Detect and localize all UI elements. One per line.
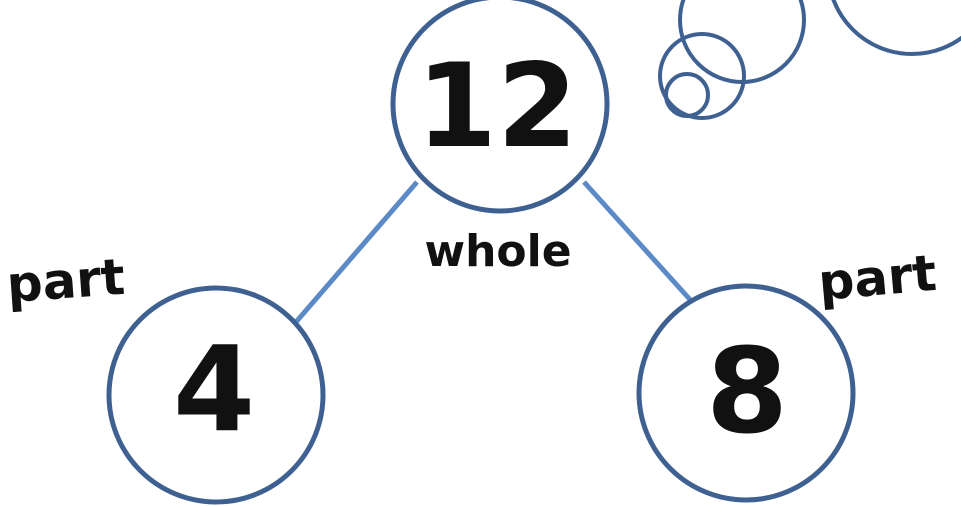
- left-part-value: 4: [173, 320, 255, 458]
- whole-node: 12: [390, 0, 610, 214]
- connector-left: [294, 180, 419, 324]
- connector-right: [582, 180, 696, 306]
- left-part-label: part: [5, 248, 127, 314]
- whole-label: whole: [424, 226, 571, 277]
- decorative-bubbles: [658, 0, 961, 120]
- right-part-node: 8: [636, 283, 856, 503]
- whole-value: 12: [416, 39, 577, 174]
- left-part-node: 4: [106, 285, 326, 505]
- bubble-large-icon: [831, 0, 961, 56]
- whole-circle: [390, 0, 610, 214]
- right-part-value: 8: [706, 322, 788, 460]
- right-part-label: part: [816, 244, 939, 312]
- bubble-small-icon: [658, 32, 746, 120]
- left-part-circle: [106, 285, 326, 505]
- bubble-tiny-icon: [664, 72, 710, 118]
- right-part-circle: [636, 283, 856, 503]
